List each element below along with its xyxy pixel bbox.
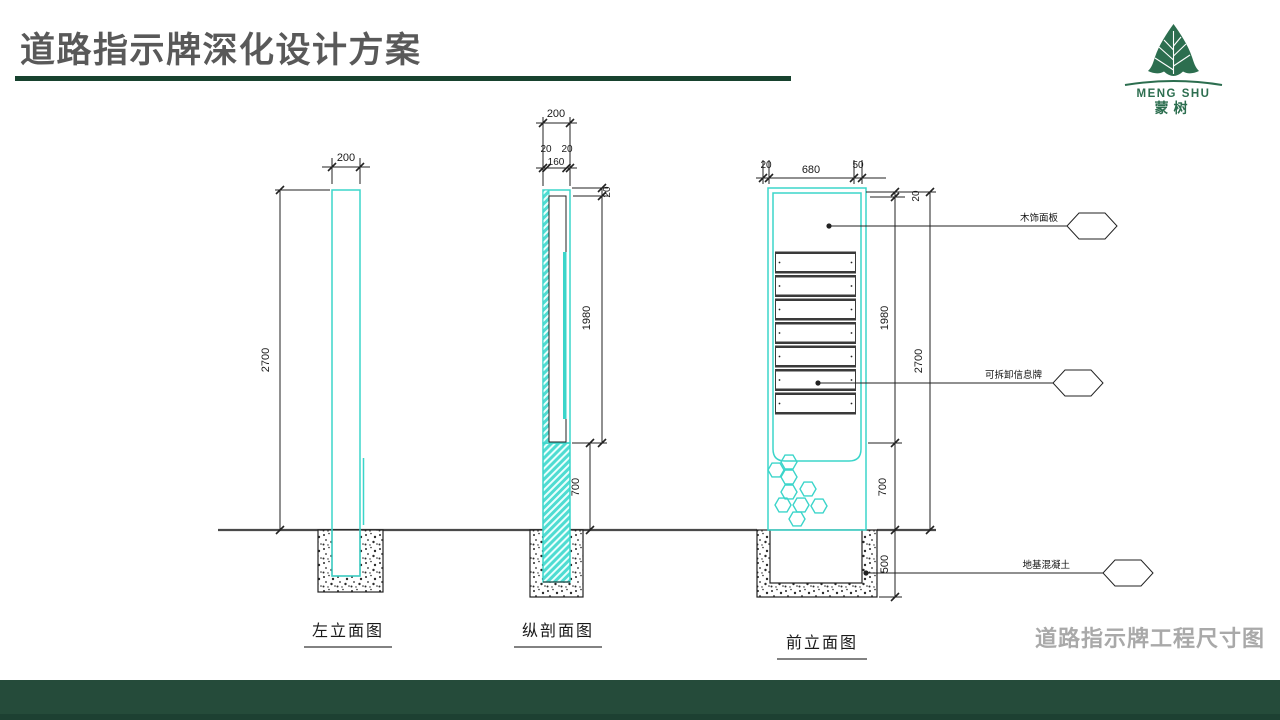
dim-label: 200 [547, 108, 565, 120]
concrete-footing [317, 529, 384, 593]
logo-name-zh: 蒙树 [1155, 100, 1193, 116]
info-board-section [563, 252, 567, 419]
panel-inner-frame [772, 192, 862, 462]
callout-hexagon [1066, 212, 1118, 240]
front-elevation-view: 20 680 50 20 1980 2700 700 500 [756, 160, 936, 602]
dimension-width-200: 200 [322, 152, 370, 184]
leader-removable-sign: 可拆卸信息牌 [815, 369, 1104, 397]
dim-label: 20 [561, 144, 573, 155]
footer-bar [0, 680, 1280, 720]
concrete-footing [756, 529, 878, 598]
dimension-top-20-680-50: 20 680 50 [756, 160, 886, 184]
leader-foundation-concrete: 地基混凝土 [863, 559, 1154, 587]
logo-arc [1124, 80, 1223, 86]
caption-section: 纵剖面图 [514, 617, 602, 648]
dimension-height-2700: 2700 [260, 185, 330, 535]
dim-label: 500 [879, 555, 891, 573]
panel-outer-frame [767, 187, 867, 531]
logo-name-en: MENG SHU [1137, 88, 1211, 100]
annotation-label: 地基混凝土 [1022, 559, 1070, 571]
dim-label: 1980 [879, 306, 891, 330]
leader-wood-panel: 木饰面板 [826, 212, 1118, 240]
title-underline-rule [15, 76, 791, 81]
panel-skin-band [542, 189, 550, 444]
sign-pole [331, 189, 361, 577]
dim-label: 700 [877, 478, 889, 496]
footer-bar-edge [0, 714, 1280, 720]
dim-label: 2700 [260, 348, 272, 372]
dim-label: 700 [570, 478, 582, 496]
dim-label: 20 [760, 160, 772, 171]
dimension-top-200-20-160-20: 200 20 20 160 [536, 108, 577, 186]
dim-label: 160 [548, 157, 565, 168]
dim-label: 50 [852, 160, 864, 171]
dimension-right-chain: 20 1980 700 [570, 183, 613, 535]
section-view: 200 20 20 160 20 1980 700 [529, 108, 613, 598]
dim-label: 1980 [581, 306, 593, 330]
page-title: 道路指示牌深化设计方案 [20, 31, 422, 70]
annotation-label: 木饰面板 [1020, 212, 1059, 224]
pole-section-hatched [542, 442, 571, 583]
dim-label: 20 [540, 144, 552, 155]
dimension-right-chain: 20 1980 2700 700 500 [866, 187, 936, 602]
logo: MENG SHU 蒙树 [1124, 24, 1223, 116]
caption-front-elevation: 前立面图 [777, 629, 867, 660]
dim-label: 2700 [913, 349, 925, 373]
dim-label: 20 [911, 190, 922, 202]
caption-left-elevation: 左立面图 [304, 617, 392, 648]
left-elevation-view: 200 2700 [260, 152, 384, 593]
tree-branches [1154, 31, 1191, 74]
dim-label: 200 [337, 152, 355, 164]
dim-label: 20 [602, 186, 613, 198]
callout-hexagon [1102, 559, 1154, 587]
dim-label: 680 [802, 164, 820, 176]
info-slats [774, 250, 857, 416]
drawing-title-caption: 道路指示牌工程尺寸图 [1034, 626, 1265, 651]
annotation-label: 可拆卸信息牌 [985, 369, 1043, 381]
hexagon-decoration [767, 454, 828, 527]
callout-hexagon [1052, 369, 1104, 397]
